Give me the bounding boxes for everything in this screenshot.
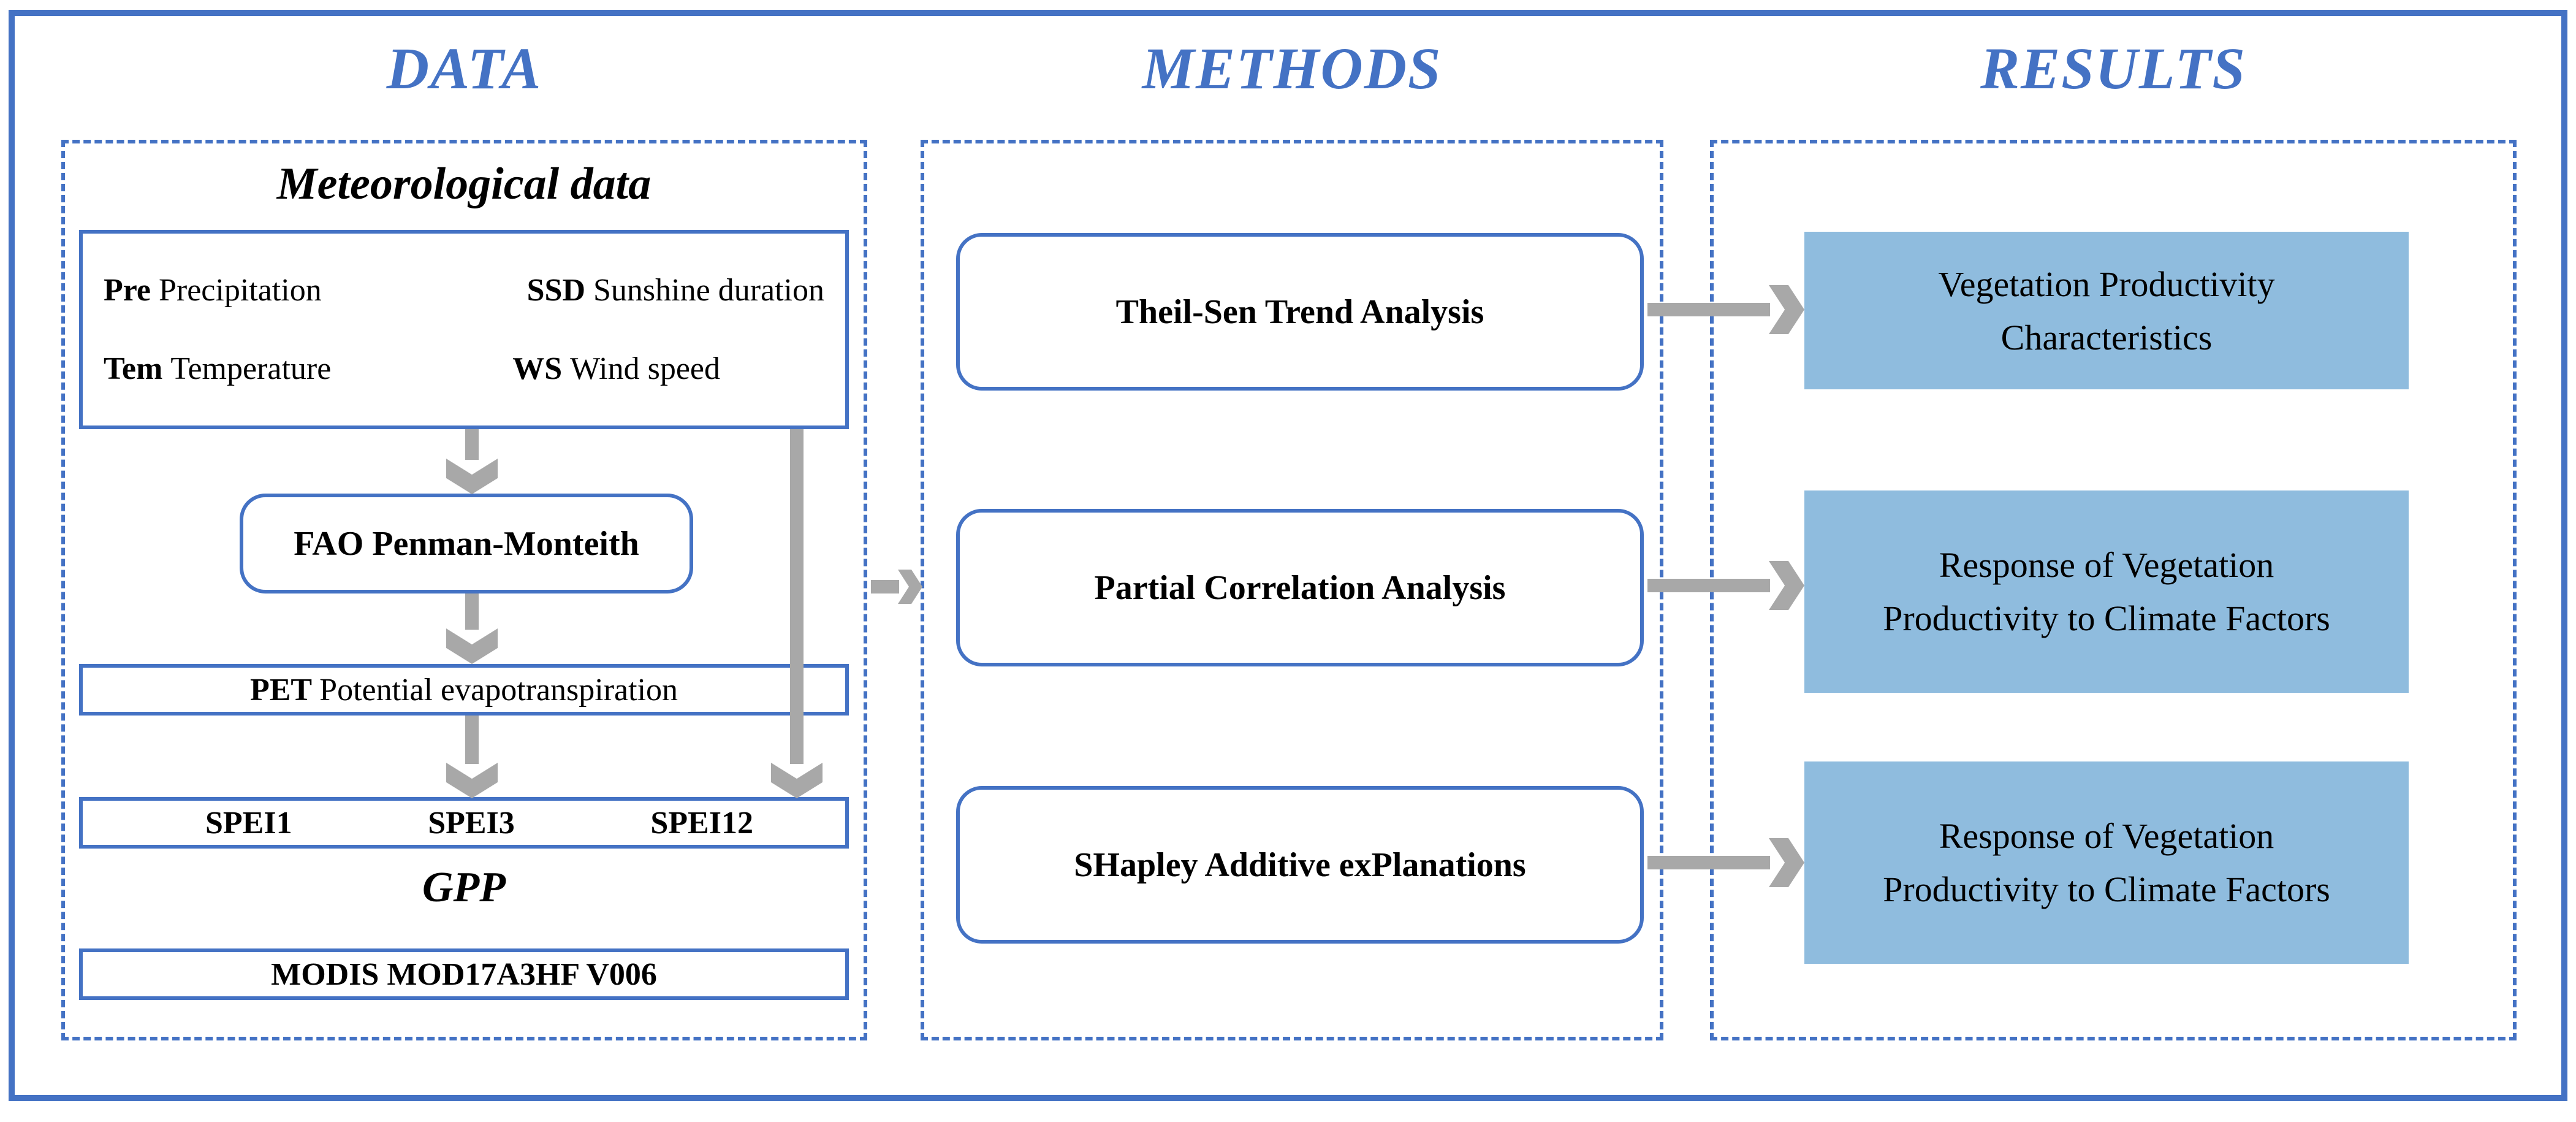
fao-penman-monteith-box: FAO Penman-Monteith <box>240 494 693 593</box>
method-label: Partial Correlation Analysis <box>1094 568 1506 607</box>
met-item-ssd: SSD Sunshine duration <box>527 272 824 308</box>
result-box-response-climate-2: Response of Vegetation Productivity to C… <box>1804 761 2409 964</box>
result-label: Vegetation Productivity Characteristics <box>1938 264 2275 357</box>
met-item-pre: Pre Precipitation <box>104 272 322 308</box>
data-panel <box>61 140 867 1040</box>
method-box-theil-sen: Theil-Sen Trend Analysis <box>956 233 1644 391</box>
met-item-label: Wind speed <box>570 351 720 387</box>
arrow-pet-to-spei-shaft <box>465 716 479 764</box>
arrow-theil-sen-to-result-shaft <box>1647 303 1770 316</box>
spei3-label: SPEI3 <box>428 805 515 841</box>
modis-box: MODIS MOD17A3HF V006 <box>79 948 849 1000</box>
column-header-methods: METHODS <box>1142 36 1442 101</box>
result-label: Response of Vegetation Productivity to C… <box>1883 545 2330 638</box>
met-item-abbr: SSD <box>526 272 594 308</box>
met-item-abbr: WS <box>512 351 571 387</box>
method-label: Theil-Sen Trend Analysis <box>1115 292 1484 331</box>
met-item-ws: WS Wind speed <box>512 351 720 387</box>
method-label: SHapley Additive exPlanations <box>1074 845 1526 884</box>
spei-box: SPEI1 SPEI3 SPEI12 <box>79 797 849 849</box>
met-row-2: Tem Temperature WS Wind speed <box>104 351 824 387</box>
met-item-label: Precipitation <box>158 272 322 308</box>
spei1-label: SPEI1 <box>205 805 292 841</box>
met-item-abbr: Tem <box>104 351 171 387</box>
pet-label: Potential evapotranspiration <box>319 672 678 708</box>
met-item-tem: Tem Temperature <box>104 351 331 387</box>
gpp-title: GPP <box>422 864 506 911</box>
arrow-fao-to-pet-shaft <box>465 593 479 630</box>
arrow-shap-to-result-shaft <box>1647 856 1770 869</box>
result-box-response-climate-1: Response of Vegetation Productivity to C… <box>1804 490 2409 693</box>
column-header-data: DATA <box>386 36 542 101</box>
meteorological-data-title: Meteorological data <box>276 159 652 209</box>
met-row-1: Pre Precipitation SSD Sunshine duration <box>104 272 824 308</box>
arrow-partial-to-result-shaft <box>1647 579 1770 592</box>
method-box-shap: SHapley Additive exPlanations <box>956 786 1644 944</box>
arrow-met-to-spei-shaft <box>790 429 804 764</box>
result-label: Response of Vegetation Productivity to C… <box>1883 816 2330 909</box>
met-item-label: Sunshine duration <box>593 272 824 308</box>
pet-text: PET Potential evapotranspiration <box>250 672 678 708</box>
fao-label: FAO Penman-Monteith <box>294 524 639 563</box>
arrow-data-to-methods-shaft <box>871 580 899 593</box>
meteorological-data-box: Pre Precipitation SSD Sunshine duration … <box>79 230 849 429</box>
result-box-vegetation-productivity: Vegetation Productivity Characteristics <box>1804 232 2409 389</box>
method-box-partial-correlation: Partial Correlation Analysis <box>956 509 1644 666</box>
column-header-results: RESULTS <box>1980 36 2246 101</box>
pet-box: PET Potential evapotranspiration <box>79 664 849 716</box>
modis-label: MODIS MOD17A3HF V006 <box>271 956 657 992</box>
met-item-abbr: Pre <box>104 272 159 308</box>
spei12-label: SPEI12 <box>650 805 753 841</box>
pet-abbr: PET <box>249 672 320 708</box>
met-item-label: Temperature <box>170 351 332 387</box>
arrow-met-to-fao-shaft <box>465 429 479 460</box>
